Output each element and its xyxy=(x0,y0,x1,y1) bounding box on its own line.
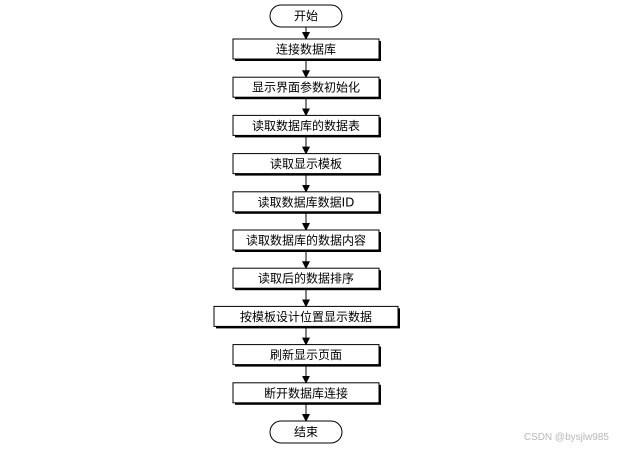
process-step-label: 按模板设计位置显示数据 xyxy=(240,309,372,324)
process-step-box xyxy=(232,229,380,251)
process-step-label: 读取数据库的数据表 xyxy=(252,118,360,133)
process-step-label: 刷新显示页面 xyxy=(270,347,342,362)
start-terminator: 开始 xyxy=(269,4,343,28)
process-step-9: 刷新显示页面 xyxy=(232,344,381,367)
watermark: CSDN @bysjlw985 xyxy=(523,432,609,443)
process-step-4: 读取显示模板 xyxy=(232,153,381,176)
process-step-box xyxy=(232,191,380,213)
process-step-3: 读取数据库的数据表 xyxy=(232,114,381,138)
process-step-label: 断开数据库连接 xyxy=(264,385,348,400)
process-step-5: 读取数据库数据ID xyxy=(232,191,381,214)
process-step-6: 读取数据库的数据内容 xyxy=(232,229,381,252)
process-step-box xyxy=(232,114,380,136)
process-step-box xyxy=(232,382,380,404)
process-step-label: 读取后的数据排序 xyxy=(258,271,354,286)
process-step-label: 读取显示模板 xyxy=(270,157,342,171)
process-step-label: 读取数据库数据ID xyxy=(258,194,355,209)
process-step-1: 连接数据库 xyxy=(232,38,381,61)
process-step-box xyxy=(232,344,380,366)
process-step-label: 连接数据库 xyxy=(276,42,336,57)
process-step-7: 读取后的数据排序 xyxy=(232,267,381,291)
end-terminator: 结束 xyxy=(269,420,343,444)
process-step-box xyxy=(213,305,399,327)
process-step-8: 按模板设计位置显示数据 xyxy=(213,305,400,329)
process-step-box xyxy=(232,267,380,289)
end-label: 结束 xyxy=(294,425,318,439)
process-step-label: 显示界面参数初始化 xyxy=(252,80,360,95)
process-step-2: 显示界面参数初始化 xyxy=(232,76,381,100)
start-label: 开始 xyxy=(294,9,318,23)
process-step-10: 断开数据库连接 xyxy=(232,382,381,405)
process-step-box xyxy=(232,153,380,175)
process-step-box xyxy=(232,38,380,60)
process-step-box xyxy=(232,76,380,98)
process-step-label: 读取数据库的数据内容 xyxy=(246,233,366,248)
